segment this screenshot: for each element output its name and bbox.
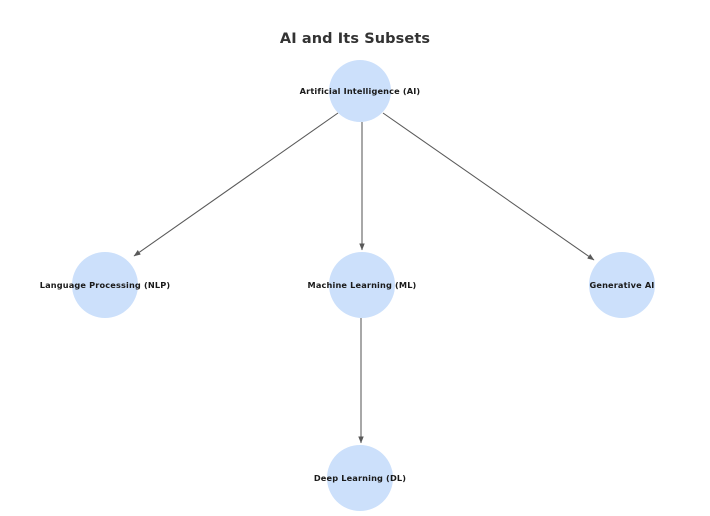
edge-ai-to-nlp — [133, 112, 339, 257]
node-circle-ai[interactable] — [329, 60, 391, 122]
node-circle-gen[interactable] — [589, 252, 655, 318]
node-layer — [72, 60, 655, 511]
page-title: AI and Its Subsets — [279, 31, 431, 47]
node-circle-nlp[interactable] — [72, 252, 138, 318]
edge-ai-to-gen — [382, 112, 595, 261]
node-circle-ml[interactable] — [329, 252, 395, 318]
edge-layer — [133, 112, 595, 444]
node-circle-dl[interactable] — [327, 445, 393, 511]
